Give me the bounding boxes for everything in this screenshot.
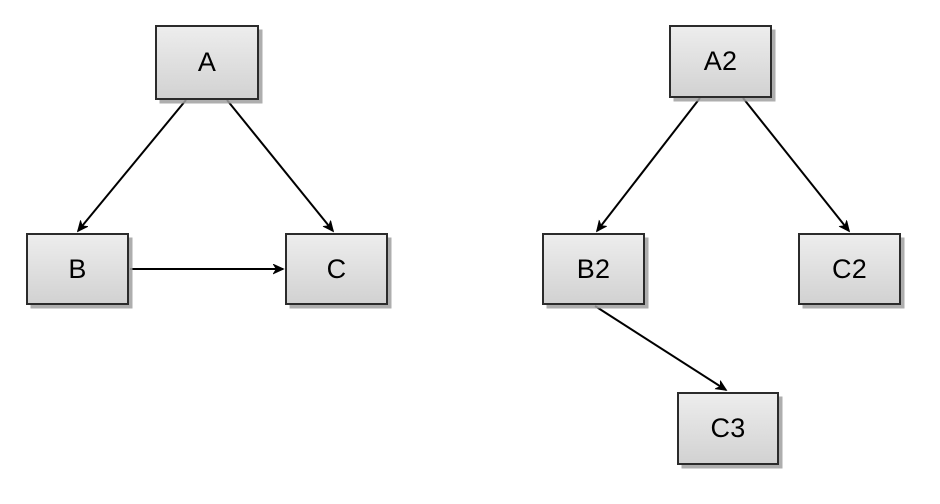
- edge-a-to-c[interactable]: [226, 99, 333, 231]
- edges-group: [78, 97, 849, 390]
- node-c[interactable]: C: [285, 233, 388, 305]
- node-label-c2: C2: [832, 253, 867, 284]
- node-label-b2: B2: [576, 253, 611, 284]
- node-label-c: C: [326, 253, 347, 284]
- edge-a-to-b[interactable]: [78, 99, 187, 231]
- node-label-c3: C3: [710, 413, 746, 443]
- node-label-b: B: [68, 253, 87, 284]
- node-a[interactable]: A: [155, 25, 259, 100]
- node-c2[interactable]: C2: [798, 233, 901, 305]
- edge-a2-to-c2[interactable]: [742, 97, 849, 231]
- edge-b2-to-c3[interactable]: [594, 305, 726, 390]
- node-a2[interactable]: A2: [669, 25, 772, 98]
- node-c3[interactable]: C3: [677, 392, 779, 465]
- node-label-a: A: [197, 47, 217, 77]
- node-b2[interactable]: B2: [542, 233, 645, 305]
- edge-a2-to-b2[interactable]: [597, 97, 701, 231]
- node-label-a2: A2: [703, 46, 738, 76]
- node-b[interactable]: B: [26, 233, 129, 305]
